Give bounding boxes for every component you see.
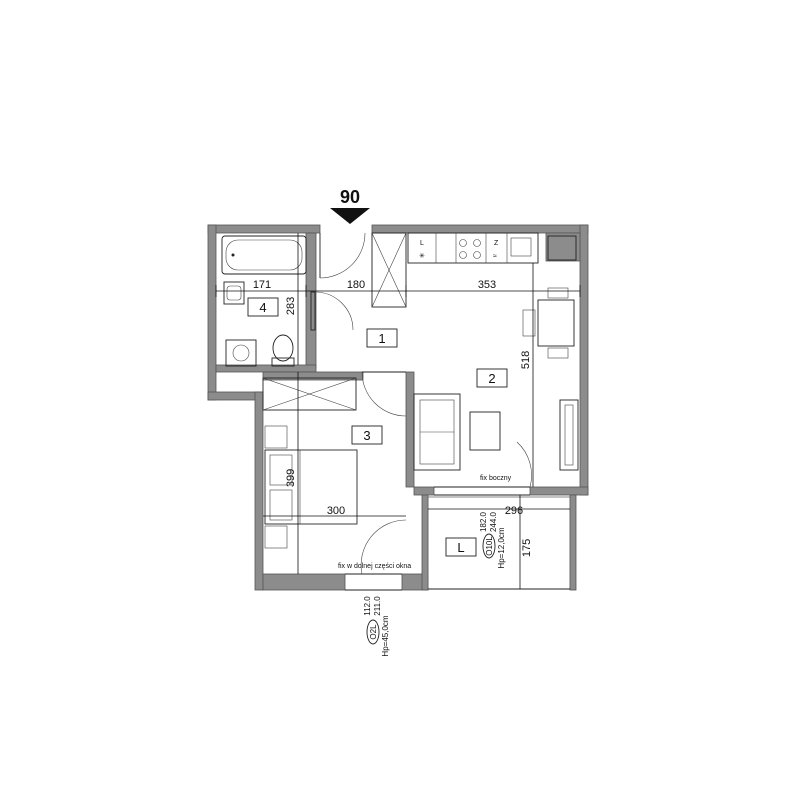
dim-balcony-depth: 175 — [521, 539, 533, 557]
room-labels: 4 1 2 3 L — [247, 297, 508, 557]
bedroom-window-code: O2L — [369, 624, 378, 640]
dim-hall-width: 180 — [347, 279, 365, 291]
dimension-lines — [215, 233, 581, 589]
note-fix-bottom: fix w dolnej części okna — [338, 563, 411, 570]
sink-label: Z — [494, 240, 499, 247]
sink-sub-label: ≈ — [493, 253, 497, 260]
doors — [310, 232, 532, 575]
balcony-window-hp: Hp=12,0cm — [497, 527, 506, 568]
dim-bath-depth: 283 — [285, 297, 297, 315]
room-label-1: 1 — [378, 331, 385, 346]
window-notes: fix boczny fix w dolnej części okna — [338, 475, 512, 570]
dim-bed-width: 300 — [327, 505, 345, 517]
balcony-window-line1: 182.0 — [479, 511, 488, 532]
bedroom-window-line1: 112.0 — [363, 596, 372, 616]
room-label-3: 3 — [363, 428, 370, 443]
room-label-l: L — [457, 540, 464, 555]
dim-living-width: 353 — [478, 279, 496, 291]
bedroom-window-hp: Hp=45,0cm — [381, 615, 390, 656]
balcony-window-tag: 182.0 244.0 O10L Hp=12,0cm — [479, 511, 506, 568]
room-label-4: 4 — [259, 300, 266, 315]
balcony-window-code: O10L — [485, 536, 494, 556]
bedroom-window-line2: 211.0 — [373, 596, 382, 616]
balcony-window-line2: 244.0 — [489, 511, 498, 532]
apartment-marker: 90 — [330, 187, 370, 224]
entrance-arrow-icon — [330, 208, 370, 224]
dim-balcony-width: 296 — [505, 505, 523, 517]
apartment-number: 90 — [340, 187, 360, 207]
kitchen-labels: L Z ≈ ✳ — [419, 240, 499, 260]
dim-bed-depth: 399 — [285, 469, 297, 487]
dim-living-depth: 518 — [520, 351, 532, 369]
bedroom-window-tag: 112.0 211.0 O2L Hp=45,0cm — [363, 596, 390, 657]
dim-bath-width: 171 — [253, 279, 271, 291]
fridge-label: L — [420, 240, 424, 247]
freezer-icon: ✳ — [419, 252, 425, 260]
dimension-labels: 171 180 353 283 518 399 300 296 175 — [253, 279, 533, 557]
fixtures — [221, 232, 579, 591]
room-label-2: 2 — [488, 371, 495, 386]
note-fix-side: fix boczny — [480, 475, 512, 482]
